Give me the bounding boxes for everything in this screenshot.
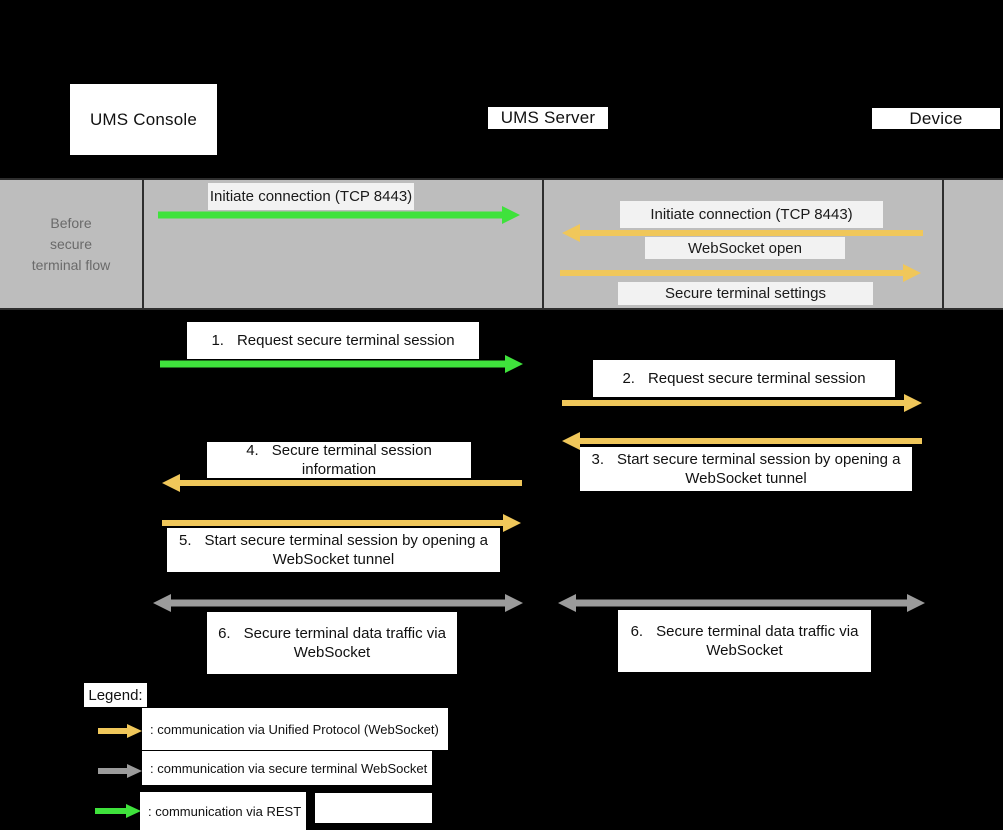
- step-number: 5.: [179, 531, 192, 549]
- step-6-left-label: 6. Secure terminal data traffic via WebSo…: [207, 612, 457, 674]
- arrowhead-right-icon: [127, 724, 142, 738]
- arrowhead-right-icon: [907, 594, 925, 612]
- arrowhead-left-icon: [162, 474, 180, 492]
- band-divider: [942, 178, 944, 310]
- actor-ums-server-label: UMS Server: [500, 108, 596, 127]
- arrow-shaft: [98, 728, 127, 734]
- arrow-shaft: [160, 360, 508, 368]
- step-6-right-label: 6. Secure terminal data traffic via WebSo…: [618, 610, 871, 672]
- unified-protocol-arrow: [162, 473, 522, 493]
- actor-device: Device: [872, 108, 1000, 129]
- legend-unified-protocol-arrow-icon: [98, 721, 142, 741]
- band-message-text: Secure terminal settings: [665, 285, 826, 302]
- band-divider: [142, 178, 144, 310]
- step-number: 1.: [211, 331, 224, 349]
- band-message-text: Initiate connection (TCP 8443): [209, 188, 413, 205]
- arrowhead-right-icon: [126, 804, 141, 818]
- arrow-shaft: [177, 480, 522, 486]
- arrowhead-right-icon: [502, 206, 520, 224]
- step-text: Request secure terminal session: [647, 369, 866, 387]
- actor-ums-console-label: UMS Console: [89, 109, 198, 129]
- unified-protocol-arrow: [562, 393, 922, 413]
- legend-rest-arrow-icon: [95, 801, 141, 821]
- empty-label-box: [315, 793, 432, 823]
- step-text: Secure terminal session information: [271, 441, 432, 479]
- arrowhead-left-icon: [562, 224, 580, 242]
- arrow-shaft: [162, 520, 506, 526]
- arrow-shaft: [577, 438, 922, 444]
- step-text: Start secure terminal session by opening…: [204, 531, 488, 569]
- step-2-label: 2. Request secure terminal session: [593, 360, 895, 397]
- actor-ums-server: UMS Server: [488, 107, 608, 129]
- unified-protocol-arrow: [562, 223, 923, 243]
- step-3-label: 3. Start secure terminal session by openi…: [580, 447, 912, 491]
- arrow-shaft: [575, 599, 908, 607]
- rest-arrow: [160, 354, 523, 374]
- band-message-text: WebSocket open: [688, 239, 802, 257]
- legend-item-text: : communication via Unified Protocol (We…: [150, 721, 439, 737]
- arrow-shaft: [95, 808, 126, 814]
- arrowhead-right-icon: [505, 355, 523, 373]
- arrow-shaft: [577, 230, 923, 236]
- secure-terminal-arrow: [558, 593, 925, 613]
- legend-item-unified-protocol: : communication via Unified Protocol (We…: [142, 708, 448, 750]
- rest-arrow: [158, 205, 520, 225]
- band-message-label: WebSocket open: [645, 237, 845, 259]
- legend-item-text: : communication via REST: [148, 803, 302, 819]
- actor-ums-console: UMS Console: [70, 84, 217, 155]
- band-message-label: Secure terminal settings: [618, 282, 873, 305]
- arrow-shaft: [560, 270, 906, 276]
- arrowhead-right-icon: [127, 764, 142, 778]
- arrow-shaft: [170, 599, 506, 607]
- actor-device-label: Device: [909, 108, 963, 128]
- arrowhead-right-icon: [503, 514, 521, 532]
- arrowhead-left-icon: [558, 594, 576, 612]
- step-number: 2.: [622, 369, 635, 387]
- legend-item-rest: : communication via REST: [140, 792, 306, 830]
- step-text: Request secure terminal session: [236, 331, 455, 349]
- phase-label: Before secure terminal flow: [31, 214, 111, 273]
- step-number: 6.: [630, 622, 644, 640]
- arrow-shaft: [158, 211, 505, 219]
- step-text: Secure terminal data traffic via WebSock…: [656, 622, 859, 660]
- arrow-shaft: [562, 400, 907, 406]
- step-number: 6.: [218, 624, 231, 642]
- unified-protocol-arrow: [162, 513, 521, 533]
- arrowhead-right-icon: [903, 264, 921, 282]
- step-number: 3.: [591, 450, 605, 468]
- step-1-label: 1. Request secure terminal session: [187, 322, 479, 359]
- arrow-shaft: [98, 768, 127, 774]
- legend-title: Legend:: [84, 683, 147, 707]
- legend-item-text: : communication via secure terminal WebS…: [150, 760, 428, 776]
- arrowhead-right-icon: [505, 594, 523, 612]
- arrowhead-left-icon: [153, 594, 171, 612]
- band-divider: [542, 178, 544, 310]
- arrowhead-left-icon: [562, 432, 580, 450]
- step-4-label: 4. Secure terminal session information: [207, 442, 471, 478]
- step-number: 4.: [246, 441, 259, 459]
- secure-terminal-arrow: [153, 593, 523, 613]
- unified-protocol-arrow: [562, 431, 922, 451]
- band-message-label: Initiate connection (TCP 8443): [620, 201, 883, 228]
- step-text: Start secure terminal session by opening…: [617, 450, 901, 488]
- band-message-text: Initiate connection (TCP 8443): [650, 206, 853, 223]
- band-message-label: Initiate connection (TCP 8443): [208, 183, 414, 210]
- legend-item-secure-terminal: : communication via secure terminal WebS…: [142, 751, 432, 785]
- unified-protocol-arrow: [560, 263, 921, 283]
- legend-secure-terminal-arrow-icon: [98, 761, 142, 781]
- arrowhead-right-icon: [904, 394, 922, 412]
- step-5-label: 5. Start secure terminal session by openi…: [167, 528, 500, 572]
- step-text: Secure terminal data traffic via WebSock…: [243, 624, 446, 662]
